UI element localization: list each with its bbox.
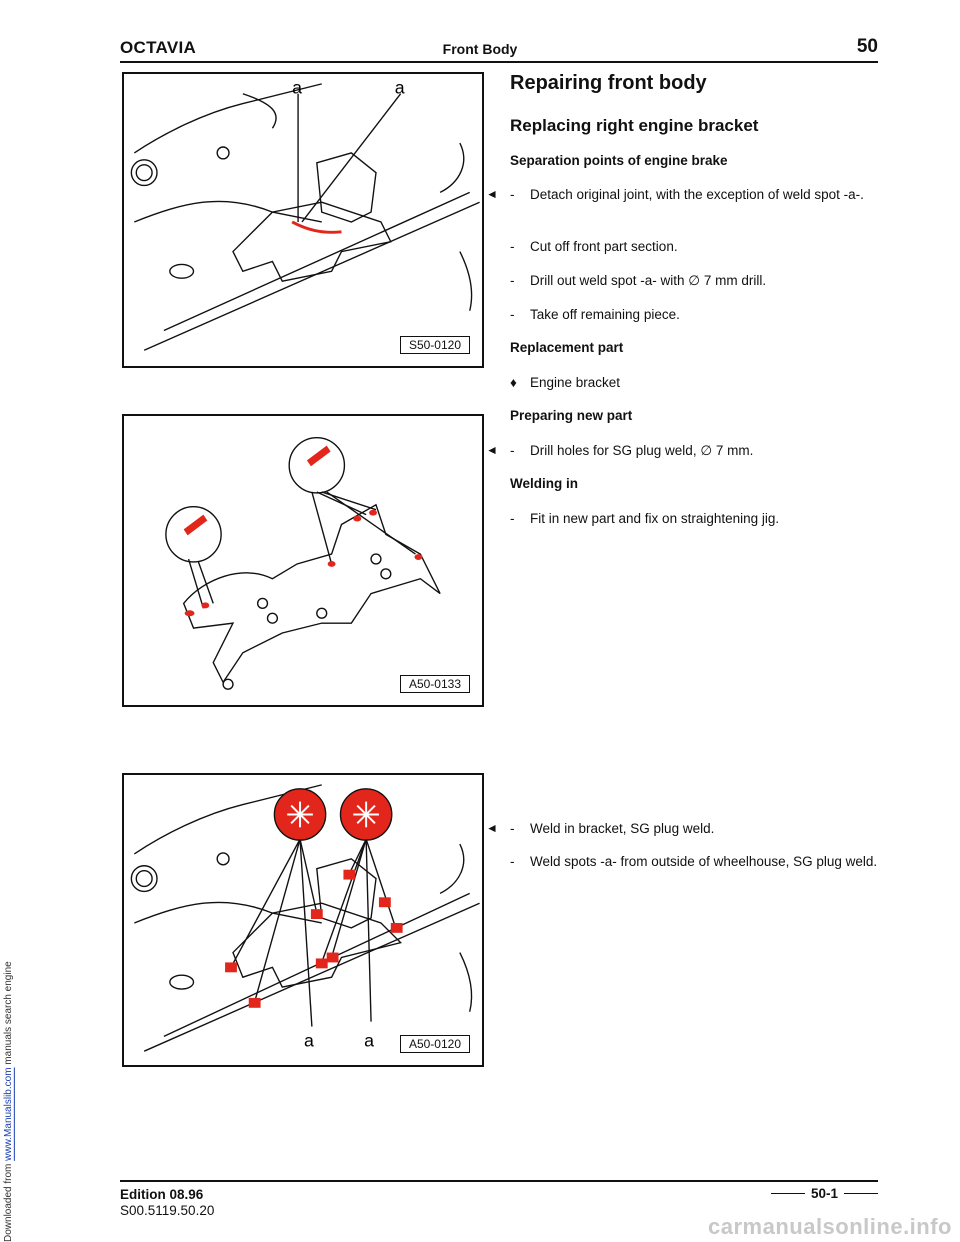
step-text: Fit in new part and fix on straightening…: [530, 511, 780, 526]
step-text: Drill out weld spot -a- with ∅ 7 mm dril…: [530, 273, 767, 288]
side-note-suffix: manuals search engine: [3, 961, 14, 1068]
callout-a-left: a: [292, 78, 302, 98]
step-weld-bracket: - Weld in bracket, SG plug weld.: [510, 820, 880, 838]
figure-1-label: S50-0120: [399, 336, 470, 354]
step-marker: -: [510, 821, 515, 836]
replacement-item: ♦ Engine bracket: [510, 374, 880, 392]
step-drill: - Drill out weld spot -a- with ∅ 7 mm dr…: [510, 272, 880, 290]
footer-dash-left: [770, 1192, 805, 1195]
side-note-prefix: Downloaded from: [3, 1160, 14, 1242]
step-drill-holes: - Drill holes for SG plug weld, ∅ 7 mm.: [510, 442, 880, 460]
step-marker: -: [510, 443, 515, 458]
separation-heading: Separation points of engine brake: [510, 153, 728, 168]
footer-dash-right: [844, 1192, 878, 1195]
step-marker: -: [510, 854, 515, 869]
footer-edition: Edition 08.96: [120, 1187, 204, 1202]
step-weld-spots: - Weld spots -a- from outside of wheelho…: [510, 853, 880, 871]
step-text: Take off remaining piece.: [530, 307, 680, 322]
welding-heading: Welding in: [510, 476, 578, 491]
step-take-off: - Take off remaining piece.: [510, 306, 880, 324]
footer-page: 50-1: [770, 1186, 878, 1201]
header-brand: OCTAVIA: [120, 38, 197, 57]
figure-2-drawing: [165, 437, 441, 690]
figure-1-drawing: a a: [130, 78, 480, 351]
item-text: Engine bracket: [530, 375, 621, 390]
watermark: carmanualsonline.info: [708, 1214, 952, 1239]
callout-a-right: a: [395, 78, 405, 98]
step-cut: - Cut off front part section.: [510, 238, 880, 256]
footer-page-number: 50-1: [810, 1186, 838, 1201]
step-fit-new-part: - Fit in new part and fix on straighteni…: [510, 510, 880, 528]
arrow-marker-figure-1: ◄: [486, 187, 498, 201]
step-text: Detach original joint, with the exceptio…: [530, 187, 864, 202]
footer-code: S00.5119.50.20: [120, 1203, 215, 1218]
page-title: Repairing front body: [510, 72, 707, 94]
header-section: Front Body: [442, 41, 518, 57]
arrow-marker-figure-2: ◄: [486, 443, 498, 457]
step-marker: -: [510, 187, 515, 202]
figure-separation-points: a a S50-0120: [122, 72, 484, 368]
figure-welding: a a A50-0120: [122, 773, 484, 1067]
figure-3-drawing: a a: [130, 784, 480, 1052]
header-page-number: 50: [856, 36, 878, 57]
callout-a-right: a: [364, 1030, 374, 1050]
figure-new-part: A50-0133: [122, 414, 484, 707]
step-text: Weld in bracket, SG plug weld.: [530, 821, 715, 836]
figure-2-label: A50-0133: [399, 675, 470, 693]
figure-3-label: A50-0120: [399, 1035, 470, 1053]
replacement-heading: Replacement part: [510, 340, 624, 355]
step-marker: -: [510, 307, 515, 322]
bullet-marker: ♦: [510, 375, 517, 390]
preparing-heading: Preparing new part: [510, 408, 633, 423]
arrow-marker-figure-3: ◄: [486, 821, 498, 835]
footer-rule: [120, 1180, 878, 1182]
step-text: Drill holes for SG plug weld, ∅ 7 mm.: [530, 443, 754, 458]
step-text: Cut off front part section.: [530, 239, 678, 254]
step-marker: -: [510, 511, 515, 526]
download-side-note: Downloaded from www.Manualslib.com manua…: [2, 0, 15, 1242]
manualslib-link[interactable]: www.Manualslib.com: [3, 1067, 14, 1161]
step-text: Weld spots -a- from outside of wheelhous…: [530, 854, 878, 869]
step-marker: -: [510, 239, 515, 254]
step-detach: - Detach original joint, with the except…: [510, 186, 880, 204]
page-subtitle: Replacing right engine bracket: [510, 116, 759, 135]
callout-a-left: a: [304, 1030, 314, 1050]
header-rule: [120, 61, 878, 63]
step-marker: -: [510, 273, 515, 288]
